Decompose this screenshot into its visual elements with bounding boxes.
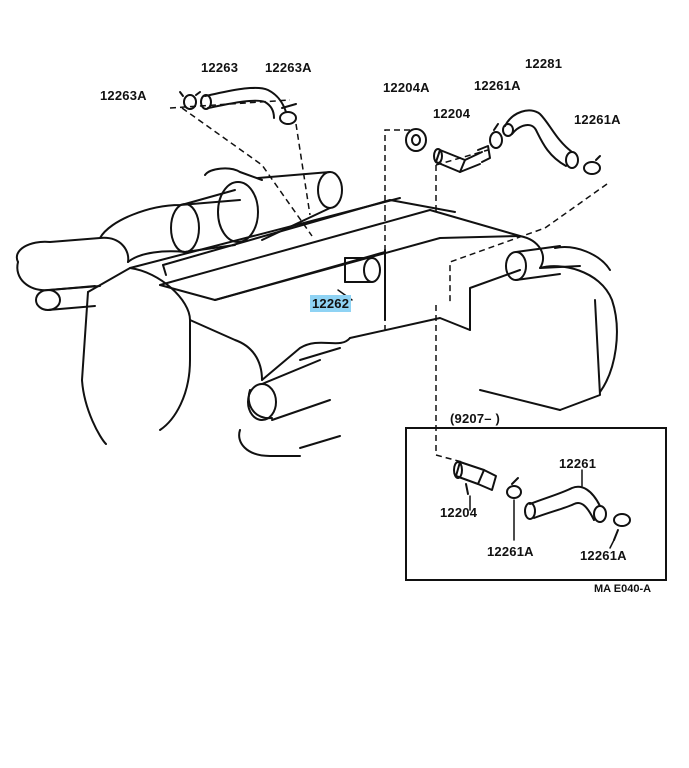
label-inset-12204: 12204 <box>440 505 478 520</box>
label-inset-12261a-right: 12261A <box>580 548 627 563</box>
label-12204-top: 12204 <box>433 106 471 121</box>
label-12204a: 12204A <box>383 80 430 95</box>
leader-lines <box>169 99 608 463</box>
label-12263: 12263 <box>201 60 239 75</box>
label-12261a-top-right: 12261A <box>574 112 621 127</box>
label-inset-range: (9207– ) <box>450 411 501 426</box>
hose-12263-assembly <box>179 86 297 125</box>
label-12261a-top-left: 12261A <box>474 78 521 93</box>
inset-panel <box>405 427 667 581</box>
label-12263a-right: 12263A <box>265 60 312 75</box>
label-12263a-left: 12263A <box>100 88 147 103</box>
engine-block <box>15 167 618 457</box>
label-12262: 12262 <box>310 295 352 312</box>
label-inset-12261a-left: 12261A <box>487 544 534 559</box>
label-12281: 12281 <box>525 56 563 71</box>
figure-code: MA E040-A <box>594 583 652 595</box>
hose-12281-assembly <box>502 109 601 175</box>
valve-12204-assembly <box>405 123 503 173</box>
label-12262-highlight: 12262 <box>310 295 352 312</box>
label-inset-12261: 12261 <box>559 456 597 471</box>
